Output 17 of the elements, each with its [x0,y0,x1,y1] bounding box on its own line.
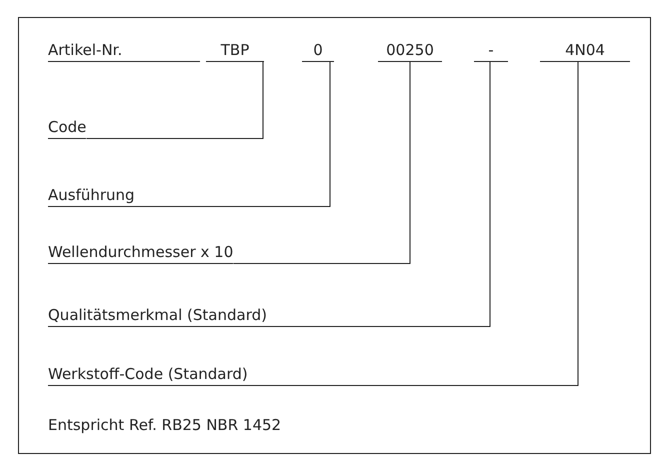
code-segment: 0 [302,40,334,62]
leader-line [134,61,330,207]
leader-line [247,61,578,386]
code-segment: 4N04 [540,40,630,62]
field-description: Wellendurchmesser x 10 [48,242,234,264]
field-description: Code [48,117,86,139]
code-segment: 00250 [378,40,442,62]
code-segment: TBP [206,40,264,62]
article-number-label: Artikel-Nr. [48,40,200,62]
leader-line [86,61,264,139]
field-description: Ausführung [48,185,135,207]
code-segment: - [474,40,508,62]
field-description: Werkstoff-Code (Standard) [48,364,248,386]
field-description: Qualitätsmerkmal (Standard) [48,305,267,327]
leader-line [266,61,490,327]
leader-line [232,61,410,264]
note-text: Entspricht Ref. RB25 NBR 1452 [48,415,282,435]
